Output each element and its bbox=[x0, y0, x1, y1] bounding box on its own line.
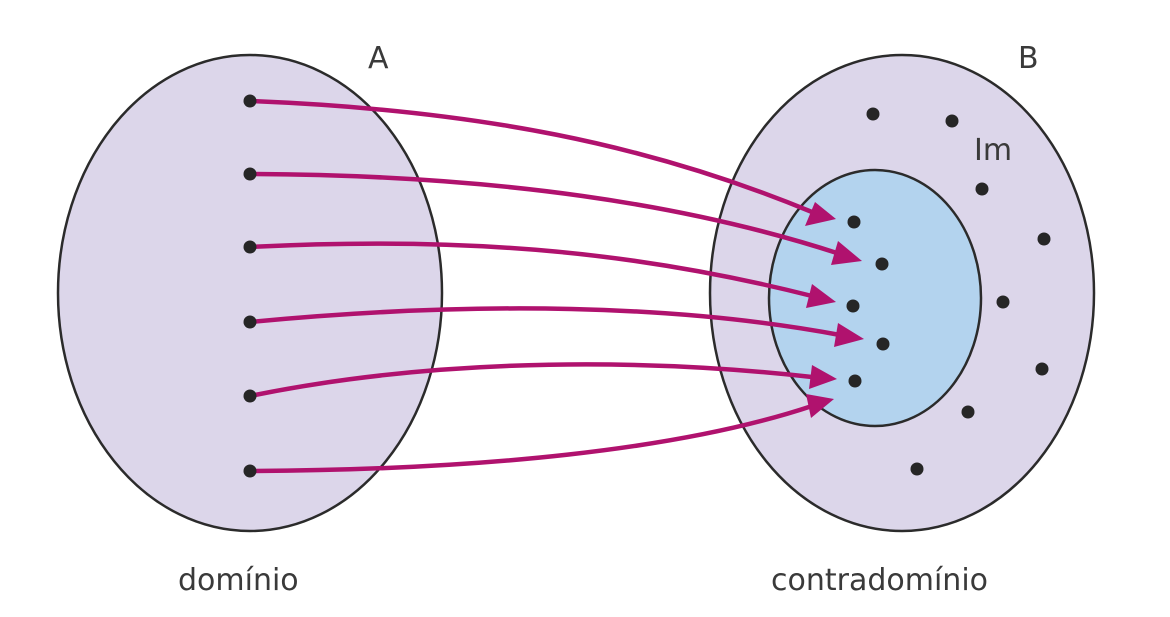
domain-element bbox=[243, 464, 257, 478]
codomain-element bbox=[866, 107, 880, 121]
image-label: Im bbox=[974, 133, 1012, 168]
image-element bbox=[846, 299, 860, 313]
domain-element bbox=[243, 389, 257, 403]
image-element bbox=[847, 215, 861, 229]
arrow-1 bbox=[247, 98, 815, 215]
domain-element bbox=[243, 167, 257, 181]
image-element bbox=[875, 257, 889, 271]
arrowhead-4 bbox=[834, 323, 864, 347]
mapping-arrows bbox=[247, 98, 843, 474]
domain-elements bbox=[243, 94, 257, 478]
arrow-heads bbox=[805, 202, 864, 418]
codomain-element bbox=[996, 295, 1010, 309]
codomain-extra-elements bbox=[866, 107, 1051, 476]
arrowhead-1 bbox=[805, 202, 836, 226]
domain-set-A bbox=[56, 53, 444, 533]
image-subset bbox=[767, 168, 983, 428]
image-elements bbox=[846, 215, 890, 388]
image-element bbox=[876, 337, 890, 351]
set-B-label: B bbox=[1018, 41, 1039, 76]
codomain-element bbox=[961, 405, 975, 419]
codomain-element bbox=[975, 182, 989, 196]
arrow-2 bbox=[247, 171, 843, 257]
domain-caption: domínio bbox=[178, 563, 299, 598]
arrow-3 bbox=[247, 241, 815, 299]
arrowhead-3 bbox=[806, 284, 836, 308]
arrow-4 bbox=[247, 306, 843, 338]
codomain-element bbox=[1035, 362, 1049, 376]
image-element bbox=[848, 374, 862, 388]
codomain-element bbox=[945, 114, 959, 128]
codomain-element bbox=[1037, 232, 1051, 246]
domain-element bbox=[243, 240, 257, 254]
arrow-6 bbox=[247, 403, 815, 474]
arrowhead-6 bbox=[806, 394, 834, 418]
codomain-element bbox=[910, 462, 924, 476]
set-A-label: A bbox=[368, 41, 389, 76]
domain-element bbox=[243, 94, 257, 108]
arrowhead-5 bbox=[809, 365, 837, 389]
arrowhead-2 bbox=[831, 241, 862, 265]
domain-element bbox=[243, 315, 257, 329]
arrow-5 bbox=[247, 362, 815, 399]
codomain-caption: contradomínio bbox=[771, 563, 988, 598]
